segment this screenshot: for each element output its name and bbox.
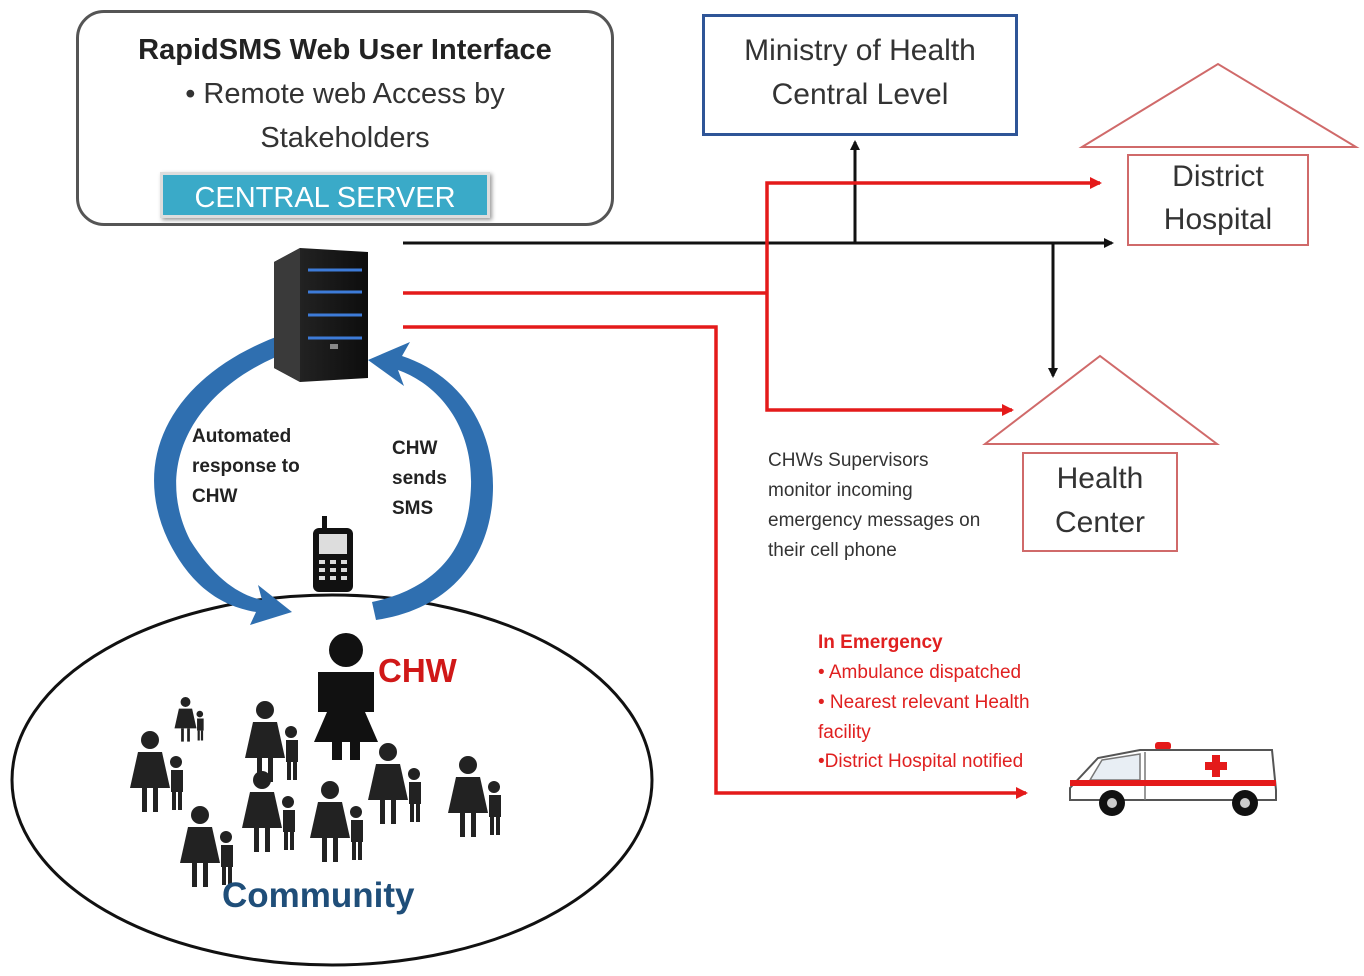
health-center-label-line2: Center [1054, 506, 1146, 539]
chw-sends-sms-label: CHW [392, 438, 438, 459]
family-icon [180, 806, 233, 887]
family-icon [310, 781, 363, 862]
district-hospital-roof [1078, 62, 1360, 148]
community-label: Community [222, 876, 415, 915]
supervisors-note-line: CHWs Supervisors [768, 450, 929, 471]
chw-person-icon [314, 633, 378, 760]
family-icon [242, 771, 295, 852]
family-icon [368, 743, 421, 824]
automated-response-label: CHW [192, 486, 238, 507]
mobile-phone-icon [313, 516, 353, 592]
ministry-label-line2: Central Level [771, 78, 949, 111]
family-icon [448, 756, 501, 837]
central-server-badge: CENTRAL SERVER [160, 172, 490, 218]
health-center-label-line1: Health [1056, 462, 1144, 495]
district-hospital-label-line2: Hospital [1163, 203, 1273, 236]
supervisors-note-line: monitor incoming [768, 480, 913, 501]
family-icon [130, 731, 183, 812]
central-server-bullet: • Remote web Access by [185, 78, 505, 110]
emergency-item: •District Hospital notified [818, 751, 1024, 772]
supervisors-note-line: emergency messages on [768, 510, 981, 531]
district-hospital-box [1127, 154, 1309, 246]
ministry-label-line1: Ministry of Health [744, 34, 976, 67]
ambulance-icon [1069, 742, 1277, 816]
emergency-heading: In Emergency [818, 632, 943, 653]
automated-response-label: response to [192, 456, 300, 477]
emergency-item: • Nearest relevant Health [818, 692, 1030, 713]
central-server-bullet-continued: Stakeholders [260, 122, 430, 154]
black-flow-lines [403, 140, 1114, 378]
red-flow-lines [403, 177, 1102, 799]
health-center-box [1022, 452, 1178, 552]
health-center-roof [982, 354, 1220, 445]
server-icon [274, 248, 368, 382]
district-hospital-label-line1: District [1172, 160, 1264, 193]
ministry-box [702, 14, 1018, 136]
emergency-item: facility [818, 722, 871, 743]
family-icon [174, 697, 204, 742]
family-icon [245, 701, 298, 782]
chw-label: CHW [378, 652, 457, 689]
central-server-title: RapidSMS Web User Interface [138, 34, 552, 66]
family-icons [130, 697, 501, 887]
community-ellipse [10, 593, 654, 967]
chw-sends-sms-label: sends [392, 468, 447, 489]
automated-response-label: Automated [192, 426, 292, 447]
chw-sends-sms-label: SMS [392, 498, 434, 519]
supervisors-note-line: their cell phone [768, 540, 897, 561]
emergency-item: • Ambulance dispatched [818, 662, 1022, 683]
sms-loop-arrows [154, 330, 494, 625]
